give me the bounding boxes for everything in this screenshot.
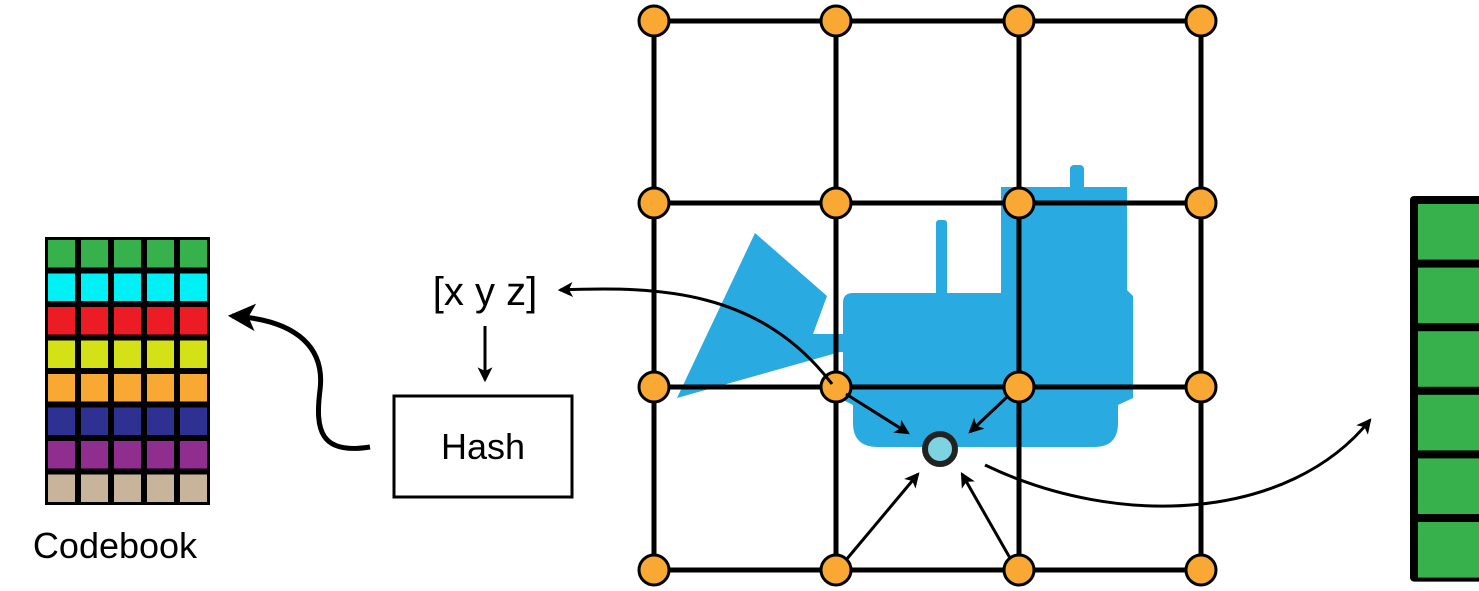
interpolation-arrows [844, 392, 1012, 561]
codebook-cell [180, 407, 207, 435]
codebook-cell [114, 374, 141, 402]
codebook-cell [81, 407, 108, 435]
feature-vector-cell [1418, 267, 1479, 324]
arrow-lr-to-point [960, 472, 1012, 559]
codebook-cell [81, 240, 108, 268]
grid-vertex [819, 186, 853, 220]
arrow-ll-to-point [844, 472, 920, 561]
excavator-body [843, 187, 1133, 447]
codebook-cell [48, 307, 75, 335]
excavator-silhouette [677, 165, 1133, 447]
feature-vector-cell [1418, 458, 1479, 514]
codebook-cell [81, 374, 108, 402]
grid-vertex [1184, 186, 1218, 220]
arrow-ul-to-point [845, 392, 910, 435]
codebook-cell [180, 340, 207, 368]
codebook-cell [114, 273, 141, 301]
codebook-cell [147, 374, 174, 402]
grid-vertex [1184, 553, 1218, 587]
grid-vertex [819, 553, 853, 587]
grid-vertex [637, 553, 671, 587]
codebook-cell [114, 307, 141, 335]
codebook-cell [147, 307, 174, 335]
grid-vertex [1002, 4, 1036, 38]
codebook-cell [114, 240, 141, 268]
codebook-cell [48, 407, 75, 435]
hash-box [392, 394, 574, 499]
excavator-bucket [677, 233, 840, 398]
arrow-ur-to-point [968, 394, 1010, 434]
feature-vector-cell [1418, 204, 1479, 260]
excavator-exhaust [1070, 165, 1084, 193]
codebook-cell [180, 240, 207, 268]
arrow-to-feature-vector [984, 418, 1372, 508]
codebook-cell [48, 273, 75, 301]
codebook-label: Codebook [33, 525, 198, 566]
grid-vertex [637, 370, 671, 404]
feature-vector [1410, 196, 1479, 582]
codebook-cell [147, 340, 174, 368]
codebook-cell [48, 374, 75, 402]
grid-vertex [1002, 186, 1036, 220]
codebook-cell [147, 407, 174, 435]
codebook-cell [180, 374, 207, 402]
codebook-cell [114, 340, 141, 368]
codebook-cell [114, 474, 141, 502]
codebook-cell [147, 441, 174, 469]
arrow-to-coordinates [557, 281, 834, 385]
grid-vertices [637, 4, 1218, 587]
grid-vertex [819, 4, 853, 38]
codebook-cell [81, 474, 108, 502]
codebook-cell [48, 240, 75, 268]
codebook-cell [81, 441, 108, 469]
codebook-cell [114, 407, 141, 435]
codebook-cell [81, 307, 108, 335]
codebook-cell [114, 441, 141, 469]
codebook-cell [48, 474, 75, 502]
codebook-cell [48, 340, 75, 368]
grid-vertex [1002, 370, 1036, 404]
grid-vertex [1002, 553, 1036, 587]
feature-vector-cell [1418, 394, 1479, 451]
feature-vector-cell [1418, 331, 1479, 387]
grid-vertex [1184, 4, 1218, 38]
arrow-hash-to-codebook [227, 303, 371, 451]
codebook-cell [81, 273, 108, 301]
feature-vector-cell [1418, 522, 1479, 578]
codebook-cell [147, 240, 174, 268]
codebook-table [45, 237, 210, 505]
grid-vertex [637, 4, 671, 38]
codebook-cell [180, 307, 207, 335]
query-point [922, 431, 958, 467]
codebook-cell [48, 441, 75, 469]
codebook-cell [147, 273, 174, 301]
grid-vertex [637, 186, 671, 220]
codebook-cell [180, 441, 207, 469]
grid-vertex [1184, 370, 1218, 404]
codebook-cell [180, 474, 207, 502]
codebook-cell [180, 273, 207, 301]
hash-label: Hash [441, 426, 525, 467]
codebook-cell [147, 474, 174, 502]
coordinates-label: [x y z] [433, 270, 537, 314]
excavator-pole [936, 220, 947, 300]
codebook-cell [81, 340, 108, 368]
